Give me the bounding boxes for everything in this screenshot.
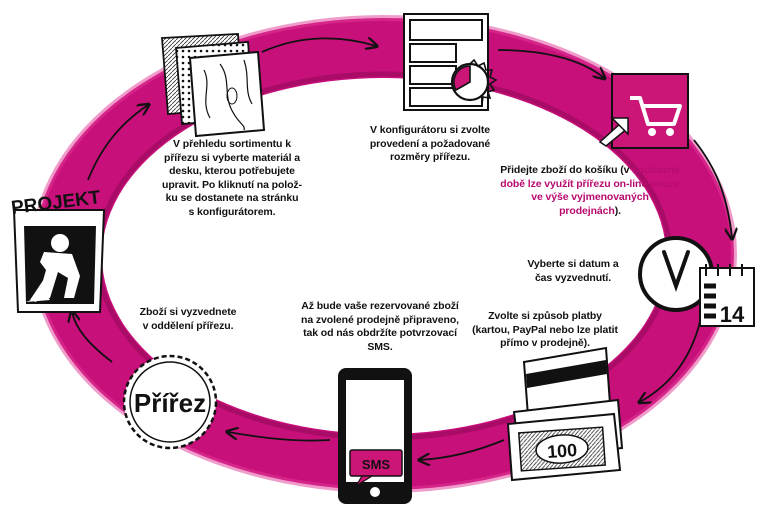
- step-cart-text: Přidejte zboží do košíku (v současné dob…: [500, 164, 680, 218]
- step-payment-label: Zvolte si způsob platby (kartou, PayPal …: [472, 310, 618, 349]
- sms-label: SMS: [362, 457, 391, 472]
- step-pickup-text: Zboží si vyzvednete v oddělení přířezu.: [136, 306, 240, 333]
- step-cart-highlight: současné době lze využít přířezu on-line…: [500, 164, 680, 217]
- step-date-label: Vyberte si datum a čas vyzvednutí.: [527, 258, 619, 284]
- step-payment-text: Zvolte si způsob platby (kartou, PayPal …: [470, 310, 620, 351]
- banknote-value: 100: [546, 440, 577, 462]
- step-sms-text: Až bude vaše rezervované zboží na zvolen…: [296, 300, 464, 354]
- saw-label: Přířez: [134, 388, 206, 418]
- card-icon: [522, 346, 612, 418]
- banknote-icon: 100: [506, 398, 624, 482]
- step-sms-label: Až bude vaše rezervované zboží na zvolen…: [301, 300, 459, 353]
- step-material-text: V přehledu sortimentu k přířezu si vyber…: [162, 138, 302, 219]
- step-cart-label: Přidejte zboží do košíku (v: [500, 164, 633, 176]
- step-configurator-label: V konfigurátoru si zvolte provedení a po…: [369, 124, 491, 163]
- step-date-text: Vyberte si datum a čas vyzvednutí.: [518, 258, 628, 285]
- worker-sign-icon: PROJEKT: [10, 187, 106, 313]
- cart-icon: [598, 73, 689, 149]
- calendar-day: 14: [720, 302, 745, 327]
- phone-sms-icon: SMS: [338, 368, 412, 504]
- step-pickup-label: Zboží si vyzvednete v oddělení přířezu.: [139, 306, 237, 332]
- step-material-label: V přehledu sortimentu k přířezu si vyber…: [162, 138, 302, 218]
- step-cart-end: ).: [614, 204, 621, 217]
- material-samples-icon: [161, 33, 266, 138]
- calendar-icon: 14: [699, 264, 755, 327]
- flow-arrows: [72, 38, 732, 460]
- saw-blade-icon: Přířez: [122, 354, 218, 450]
- step-configurator-text: V konfigurátoru si zvolte provedení a po…: [368, 124, 492, 165]
- configurator-icon: [403, 13, 498, 111]
